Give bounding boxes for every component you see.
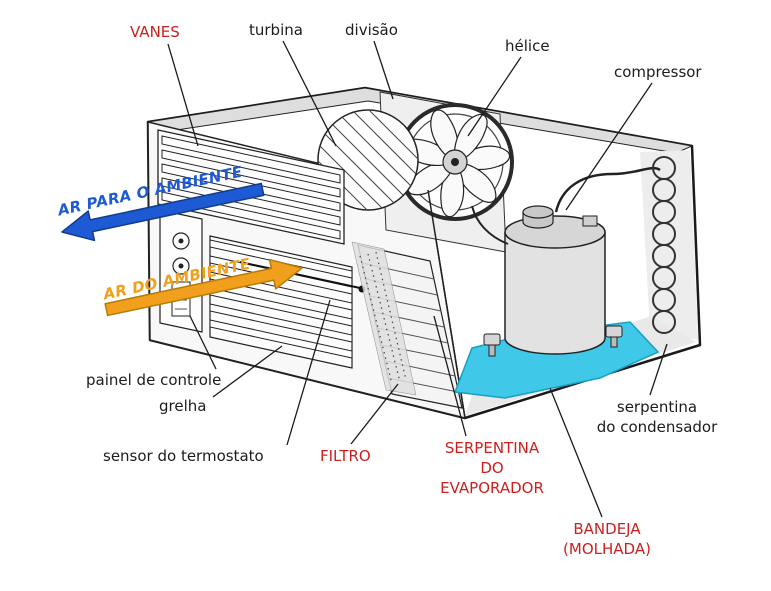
label-line: EVAPORADOR	[440, 479, 544, 497]
mounting-bolt	[483, 333, 501, 357]
label-filtro: FILTRO	[320, 447, 371, 465]
refrigerant-pipe	[554, 166, 661, 213]
label-line: serpentina	[616, 398, 698, 416]
right-wall-shading	[640, 150, 698, 340]
leader-grelha	[212, 345, 283, 398]
leader-divisao	[373, 40, 394, 100]
compressor-unit	[471, 166, 661, 357]
label-compressor: compressor	[614, 63, 702, 81]
label-line: do condensador	[596, 418, 718, 436]
label-turbina: turbina	[249, 21, 303, 39]
leader-turbina	[282, 40, 337, 147]
label-line: DO	[480, 459, 504, 477]
leader-serpentina-evaporador	[433, 315, 467, 437]
label-grelha: grelha	[159, 397, 207, 415]
label-painel-de-controle: painel de controle	[86, 371, 222, 389]
arrow-air-to-room	[61, 182, 265, 242]
arrow-air-from-room	[104, 258, 303, 317]
label-serpentina-do-condensador: serpentina do condensador	[582, 397, 732, 437]
filter-band	[351, 241, 417, 396]
label-vanes: VANES	[130, 23, 180, 41]
leader-helice	[467, 56, 522, 137]
condenser-coil	[652, 156, 676, 334]
label-divisao: divisão	[345, 21, 398, 39]
label-sensor-do-termostato: sensor do termostato	[103, 447, 264, 465]
label-line: BANDEJA	[573, 520, 641, 538]
label-serpentina-do-evaporador: SERPENTINA DO EVAPORADOR	[418, 438, 566, 498]
leader-vanes	[167, 43, 199, 147]
label-line: (MOLHADA)	[563, 540, 651, 558]
leader-sensor	[286, 299, 331, 446]
label-bandeja-molhada: BANDEJA (MOLHADA)	[532, 519, 682, 559]
leader-lines	[167, 40, 668, 518]
leader-filtro	[350, 383, 399, 445]
label-helice: hélice	[505, 37, 550, 55]
leader-compressor	[565, 82, 653, 211]
mounting-bolt	[605, 325, 623, 348]
leader-serpentina-condensador	[649, 343, 668, 396]
leader-bandeja	[549, 387, 603, 518]
label-line: SERPENTINA	[444, 439, 540, 457]
leader-painel	[189, 315, 217, 370]
